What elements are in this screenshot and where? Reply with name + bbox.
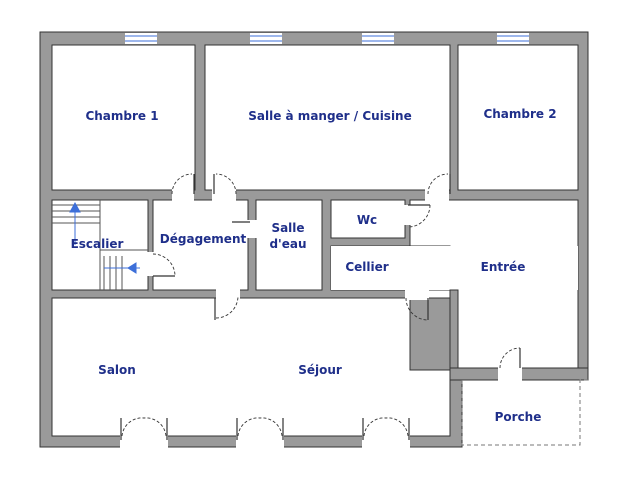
entree-extension: [331, 246, 578, 290]
label-chambre1: Chambre 1: [85, 109, 158, 123]
label-entree: Entrée: [481, 260, 526, 274]
label-degagement: Dégagement: [160, 232, 247, 246]
doors: [120, 173, 522, 448]
label-cellier: Cellier: [345, 260, 388, 274]
stair-arrow-left-icon: [127, 262, 137, 274]
window-cuisine-2: [362, 33, 394, 44]
staircase: [52, 200, 148, 290]
windows: [125, 33, 529, 44]
window-chambre1: [125, 33, 157, 44]
label-escalier: Escalier: [71, 237, 124, 251]
label-salon: Salon: [98, 363, 136, 377]
label-wc: Wc: [357, 213, 377, 227]
porche-outline: [461, 379, 588, 446]
label-salle-eau-line1: Salle: [271, 221, 304, 235]
window-cuisine-1: [250, 33, 282, 44]
wall-entree-lower: [449, 289, 459, 371]
label-porche: Porche: [495, 410, 542, 424]
room-labels: Chambre 1 Salle à manger / Cuisine Chamb…: [71, 107, 557, 424]
window-chambre2: [497, 33, 529, 44]
label-salle-eau-line2: d'eau: [269, 237, 306, 251]
stair-arrow-up-icon: [69, 201, 81, 213]
label-chambre2: Chambre 2: [483, 107, 556, 121]
label-salle-manger-cuisine: Salle à manger / Cuisine: [248, 109, 412, 123]
label-sejour: Séjour: [298, 363, 342, 377]
